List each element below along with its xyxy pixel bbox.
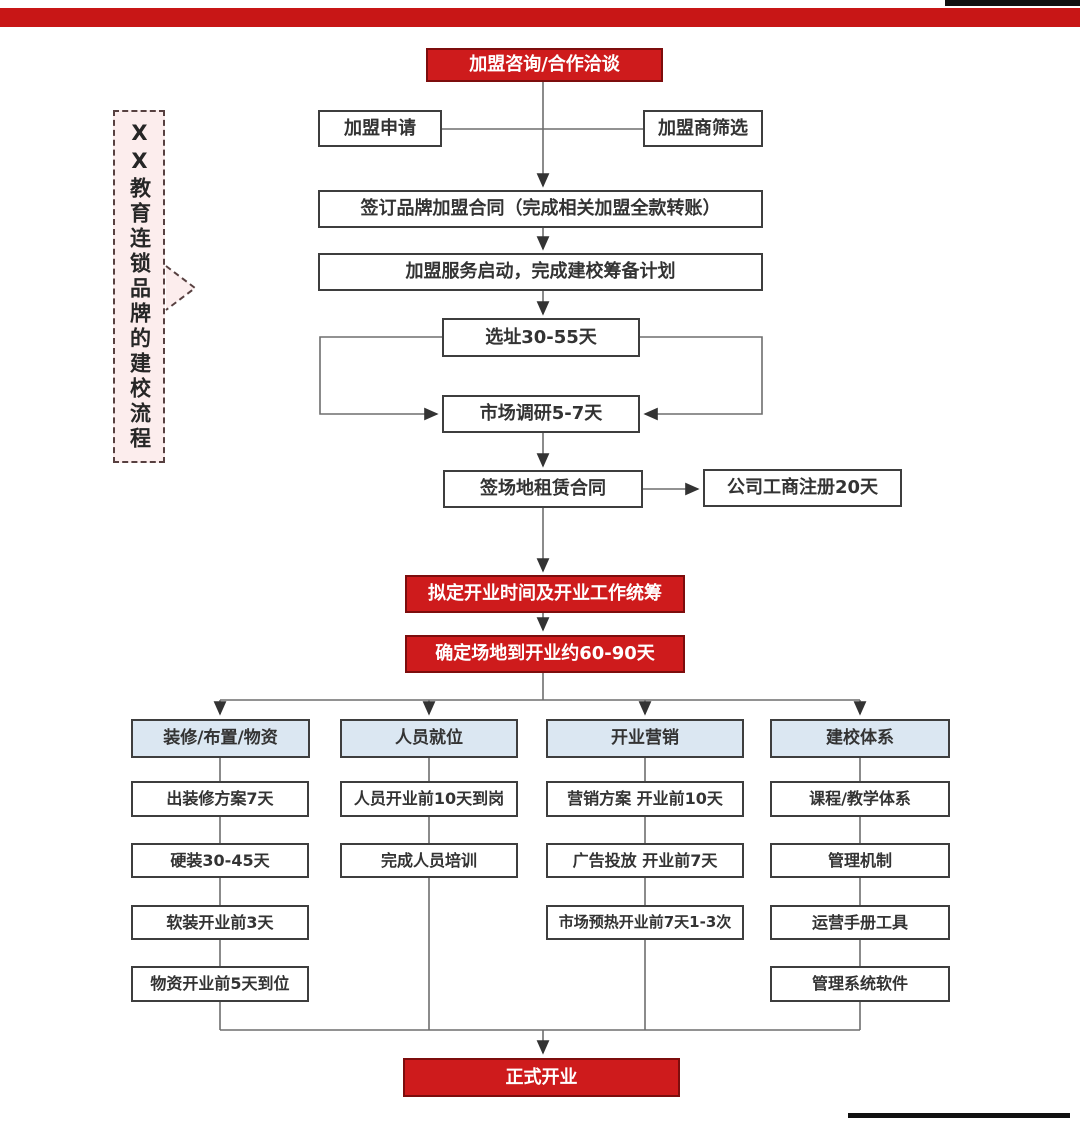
column-item: 人员开业前10天到岗 xyxy=(340,781,518,817)
column-item: 课程/教学体系 xyxy=(770,781,950,817)
column-item: 出装修方案7天 xyxy=(131,781,309,817)
column-item: 运营手册工具 xyxy=(770,905,950,940)
column-header-marketing: 开业营销 xyxy=(546,719,744,758)
column-item: 软装开业前3天 xyxy=(131,905,309,940)
column-connectors xyxy=(219,758,861,1030)
column-item: 物资开业前5天到位 xyxy=(131,966,309,1002)
node-market-research: 市场调研5-7天 xyxy=(442,395,640,433)
sidebar-title-box: XX教育连锁品牌的建校流程 xyxy=(113,110,165,463)
flow-connectors xyxy=(213,82,867,1055)
node-site-selection: 选址30-55天 xyxy=(442,318,640,357)
bottom-black-bar xyxy=(848,1113,1070,1118)
node-consult-start: 加盟咨询/合作洽谈 xyxy=(426,48,663,82)
sidebar-arrow-icon xyxy=(165,265,197,311)
node-sign-contract: 签订品牌加盟合同（完成相关加盟全款转账） xyxy=(318,190,763,228)
column-item: 管理系统软件 xyxy=(770,966,950,1002)
node-opening-duration: 确定场地到开业约60-90天 xyxy=(405,635,685,673)
column-header-renovation: 装修/布置/物资 xyxy=(131,719,310,758)
top-black-bar xyxy=(945,0,1080,6)
node-opening-plan: 拟定开业时间及开业工作统筹 xyxy=(405,575,685,613)
loop-left xyxy=(319,336,442,421)
top-red-bar xyxy=(0,8,1080,27)
loop-right xyxy=(640,336,763,421)
column-header-staffing: 人员就位 xyxy=(340,719,518,758)
column-item: 硬装30-45天 xyxy=(131,843,309,878)
node-company-registration: 公司工商注册20天 xyxy=(703,469,902,507)
node-service-launch: 加盟服务启动，完成建校筹备计划 xyxy=(318,253,763,291)
column-item: 营销方案 开业前10天 xyxy=(546,781,744,817)
node-franchise-apply: 加盟申请 xyxy=(318,110,442,147)
column-item: 管理机制 xyxy=(770,843,950,878)
sidebar-title-text: XX教育连锁品牌的建校流程 xyxy=(127,121,152,452)
column-item: 市场预热开业前7天1-3次 xyxy=(546,905,744,940)
column-header-school-system: 建校体系 xyxy=(770,719,950,758)
column-item: 完成人员培训 xyxy=(340,843,518,878)
node-official-opening: 正式开业 xyxy=(403,1058,680,1097)
node-franchisee-screening: 加盟商筛选 xyxy=(643,110,763,147)
column-item: 广告投放 开业前7天 xyxy=(546,843,744,878)
node-lease-contract: 签场地租赁合同 xyxy=(443,470,643,508)
